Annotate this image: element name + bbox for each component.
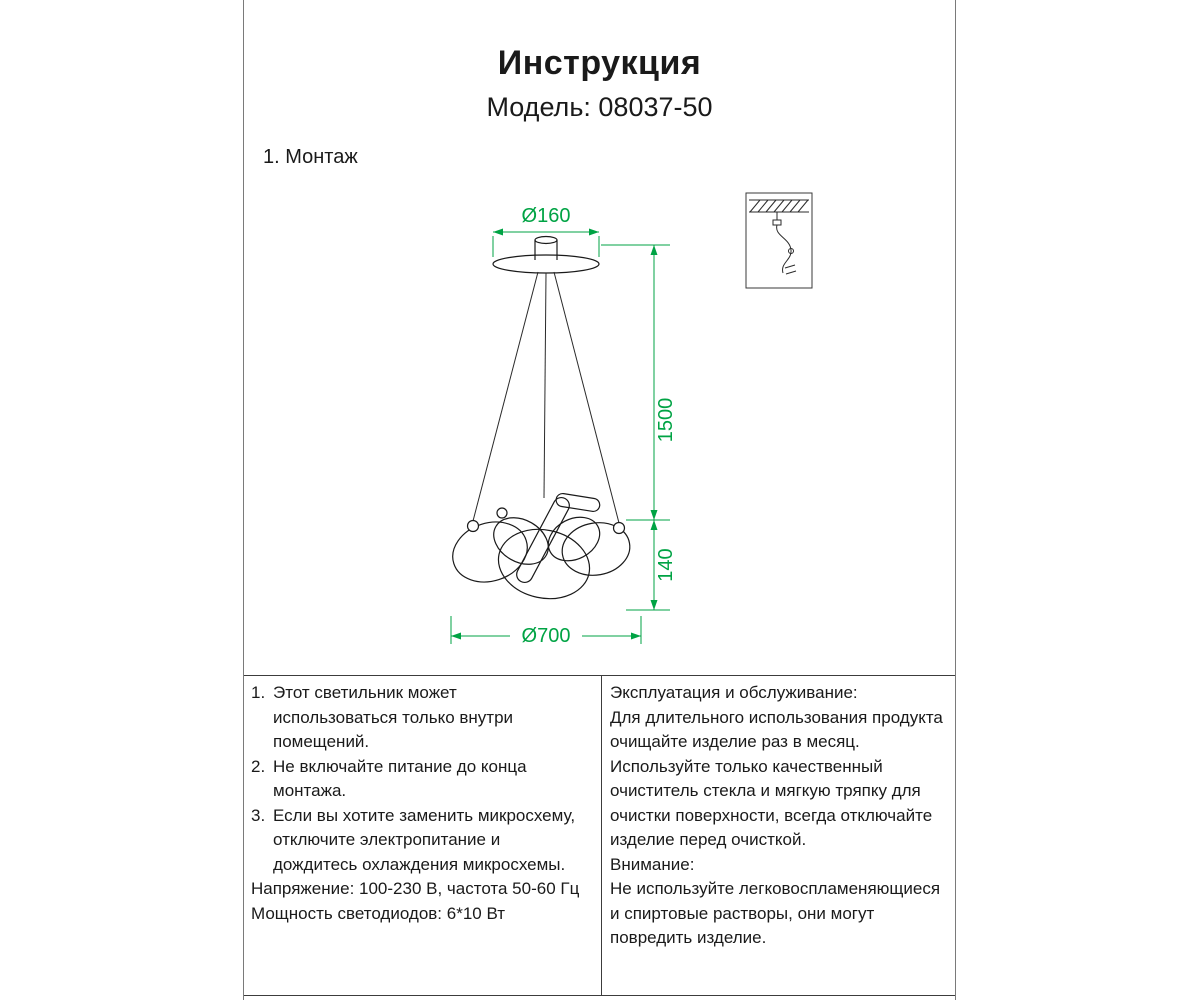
maintenance-paragraph-1: Для длительного использования продукта о…	[610, 707, 943, 752]
warning-paragraph: Не используйте легковоспламеняющиеся и с…	[610, 879, 941, 947]
doc-title: Инструкция	[497, 44, 702, 82]
notes-table: 1. Этот светильник может использоваться …	[244, 675, 955, 996]
dim-body-height: 140	[626, 520, 677, 611]
maintenance-title: Эксплуатация и обслуживание:	[610, 683, 858, 702]
dim-suspension-height: 1500	[601, 244, 677, 521]
note-text: Этот светильник может использоваться тол…	[273, 683, 514, 751]
model-label: Модель:	[486, 92, 591, 122]
warning-title: Внимание:	[610, 854, 695, 874]
note-item: 2. Не включайте питание до конца монтажа…	[251, 755, 583, 804]
maintenance-cell: Эксплуатация и обслуживание: Для длитель…	[601, 676, 955, 995]
note-number: 3.	[251, 805, 266, 825]
instruction-sheet: Инструкция Модель: 08037-50 1. Монтаж Ø1…	[243, 0, 956, 1000]
note-item: 3. Если вы хотите заменить микросхему, о…	[251, 804, 583, 878]
mount-detail	[745, 192, 813, 289]
note-item: 1. Этот светильник может использоваться …	[251, 681, 583, 755]
power-line: Мощность светодиодов: 6*10 Вт	[251, 903, 506, 923]
lamp-body	[452, 492, 631, 600]
canopy	[492, 235, 600, 274]
dim-height-label: 1500	[655, 398, 677, 443]
dim-canopy-diameter: Ø160	[492, 205, 600, 257]
model-value: 08037-50	[598, 92, 713, 122]
installation-diagram: Ø160	[450, 192, 813, 647]
note-text: Не включайте питание до конца монтажа.	[273, 756, 527, 801]
note-number: 1.	[251, 683, 266, 702]
suspension-wires	[472, 271, 620, 524]
dim-diameter-label: Ø700	[522, 625, 571, 647]
voltage-line: Напряжение: 100-230 В, частота 50-60 Гц	[251, 879, 580, 898]
maintenance-paragraph-2: Используйте только качественный очистите…	[610, 756, 933, 850]
note-number: 2.	[251, 756, 266, 776]
notes-cell: 1. Этот светильник может использоваться …	[244, 676, 601, 995]
dim-body-height-label: 140	[655, 548, 677, 581]
dim-body-diameter: Ø700	[450, 616, 642, 647]
model-line: Модель: 08037-50	[244, 92, 955, 123]
dim-canopy-label: Ø160	[522, 205, 571, 227]
note-text: Если вы хотите заменить микросхему, откл…	[273, 805, 576, 874]
section-heading-montage: 1. Монтаж	[263, 146, 358, 168]
